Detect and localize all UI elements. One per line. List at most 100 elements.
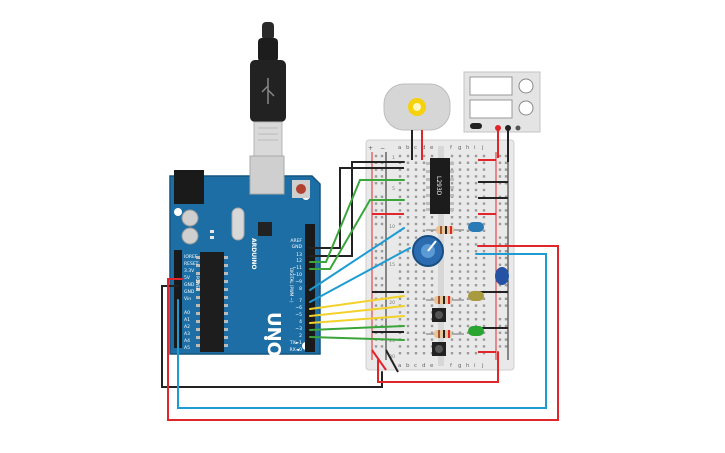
rail-hole[interactable] bbox=[380, 236, 384, 239]
breadboard-hole[interactable] bbox=[450, 263, 454, 266]
breadboard-hole[interactable] bbox=[422, 304, 426, 307]
breadboard-hole[interactable] bbox=[450, 324, 454, 328]
breadboard-hole[interactable] bbox=[406, 154, 410, 158]
breadboard-hole[interactable] bbox=[422, 284, 426, 287]
breadboard-hole[interactable] bbox=[458, 263, 462, 266]
breadboard-hole[interactable] bbox=[450, 222, 454, 226]
rail-hole[interactable] bbox=[380, 256, 384, 260]
rail-hole[interactable] bbox=[374, 297, 378, 300]
breadboard-hole[interactable] bbox=[458, 188, 462, 192]
breadboard-hole[interactable] bbox=[482, 297, 486, 300]
yellow-led[interactable] bbox=[468, 291, 484, 301]
breadboard-hole[interactable] bbox=[482, 338, 486, 341]
rail-hole[interactable] bbox=[380, 284, 384, 287]
breadboard-hole[interactable] bbox=[450, 236, 454, 239]
breadboard-hole[interactable] bbox=[450, 154, 454, 158]
breadboard-hole[interactable] bbox=[406, 263, 410, 266]
rail-hole[interactable] bbox=[374, 195, 378, 198]
breadboard-hole[interactable] bbox=[398, 345, 402, 348]
breadboard-hole[interactable] bbox=[406, 318, 410, 321]
breadboard-hole[interactable] bbox=[422, 188, 426, 192]
breadboard-hole[interactable] bbox=[482, 188, 486, 192]
rail-hole[interactable] bbox=[374, 277, 378, 280]
breadboard-hole[interactable] bbox=[458, 284, 462, 287]
rail-hole[interactable] bbox=[498, 168, 502, 171]
rail-hole[interactable] bbox=[498, 263, 502, 266]
breadboard-hole[interactable] bbox=[398, 188, 402, 192]
breadboard-hole[interactable] bbox=[450, 284, 454, 287]
breadboard-hole[interactable] bbox=[474, 256, 478, 260]
blue-capacitor-2[interactable] bbox=[495, 267, 509, 285]
breadboard-hole[interactable] bbox=[422, 318, 426, 321]
rail-hole[interactable] bbox=[374, 345, 378, 348]
rail-hole[interactable] bbox=[504, 195, 508, 198]
rail-hole[interactable] bbox=[504, 243, 508, 246]
breadboard-hole[interactable] bbox=[406, 243, 410, 246]
breadboard-hole[interactable] bbox=[458, 250, 462, 253]
rail-hole[interactable] bbox=[504, 318, 508, 321]
breadboard-hole[interactable] bbox=[422, 222, 426, 226]
breadboard-hole[interactable] bbox=[474, 250, 478, 253]
breadboard-hole[interactable] bbox=[474, 270, 478, 273]
breadboard-hole[interactable] bbox=[414, 175, 418, 178]
rail-hole[interactable] bbox=[498, 304, 502, 307]
breadboard-hole[interactable] bbox=[458, 297, 462, 300]
breadboard-hole[interactable] bbox=[466, 222, 470, 226]
rail-hole[interactable] bbox=[374, 216, 378, 219]
breadboard-hole[interactable] bbox=[406, 345, 410, 348]
breadboard-hole[interactable] bbox=[458, 161, 462, 164]
rail-hole[interactable] bbox=[504, 236, 508, 239]
breadboard-hole[interactable] bbox=[466, 318, 470, 321]
rail-hole[interactable] bbox=[504, 168, 508, 171]
breadboard-hole[interactable] bbox=[458, 209, 462, 212]
rail-hole[interactable] bbox=[380, 154, 384, 158]
breadboard-hole[interactable] bbox=[450, 182, 454, 185]
breadboard-hole[interactable] bbox=[466, 202, 470, 205]
breadboard-hole[interactable] bbox=[450, 338, 454, 341]
breadboard-hole[interactable] bbox=[474, 182, 478, 185]
breadboard-hole[interactable] bbox=[458, 222, 462, 226]
breadboard-hole[interactable] bbox=[474, 236, 478, 239]
breadboard-hole[interactable] bbox=[458, 318, 462, 321]
breadboard-hole[interactable] bbox=[422, 182, 426, 185]
breadboard-hole[interactable] bbox=[482, 209, 486, 212]
breadboard-hole[interactable] bbox=[466, 352, 470, 355]
breadboard-hole[interactable] bbox=[482, 331, 486, 334]
rail-hole[interactable] bbox=[380, 195, 384, 198]
breadboard-hole[interactable] bbox=[406, 195, 410, 198]
rail-hole[interactable] bbox=[374, 250, 378, 253]
breadboard-hole[interactable] bbox=[466, 188, 470, 192]
breadboard-hole[interactable] bbox=[482, 263, 486, 266]
breadboard-hole[interactable] bbox=[466, 284, 470, 287]
breadboard-hole[interactable] bbox=[482, 202, 486, 205]
breadboard-hole[interactable] bbox=[474, 338, 478, 341]
breadboard-hole[interactable] bbox=[458, 154, 462, 158]
breadboard-hole[interactable] bbox=[466, 290, 470, 294]
breadboard-hole[interactable] bbox=[406, 222, 410, 226]
rail-hole[interactable] bbox=[380, 222, 384, 226]
breadboard-hole[interactable] bbox=[458, 324, 462, 328]
breadboard-hole[interactable] bbox=[482, 243, 486, 246]
breadboard-hole[interactable] bbox=[450, 256, 454, 260]
breadboard-hole[interactable] bbox=[422, 209, 426, 212]
rail-hole[interactable] bbox=[380, 182, 384, 185]
breadboard-hole[interactable] bbox=[414, 195, 418, 198]
rail-hole[interactable] bbox=[374, 168, 378, 171]
rail-hole[interactable] bbox=[374, 284, 378, 287]
breadboard-hole[interactable] bbox=[414, 277, 418, 280]
blue-capacitor-1[interactable] bbox=[468, 222, 484, 232]
breadboard-hole[interactable] bbox=[398, 154, 402, 158]
breadboard-hole[interactable] bbox=[414, 168, 418, 171]
wire-green-2[interactable] bbox=[309, 336, 405, 341]
rail-hole[interactable] bbox=[374, 318, 378, 321]
breadboard-hole[interactable] bbox=[450, 250, 454, 253]
breadboard-hole[interactable] bbox=[422, 229, 426, 232]
breadboard-hole[interactable] bbox=[482, 236, 486, 239]
breadboard-hole[interactable] bbox=[414, 188, 418, 192]
rail-hole[interactable] bbox=[498, 250, 502, 253]
breadboard-hole[interactable] bbox=[466, 195, 470, 198]
breadboard-hole[interactable] bbox=[466, 311, 470, 314]
breadboard-hole[interactable] bbox=[482, 222, 486, 226]
breadboard-hole[interactable] bbox=[414, 331, 418, 334]
breadboard-hole[interactable] bbox=[474, 304, 478, 307]
